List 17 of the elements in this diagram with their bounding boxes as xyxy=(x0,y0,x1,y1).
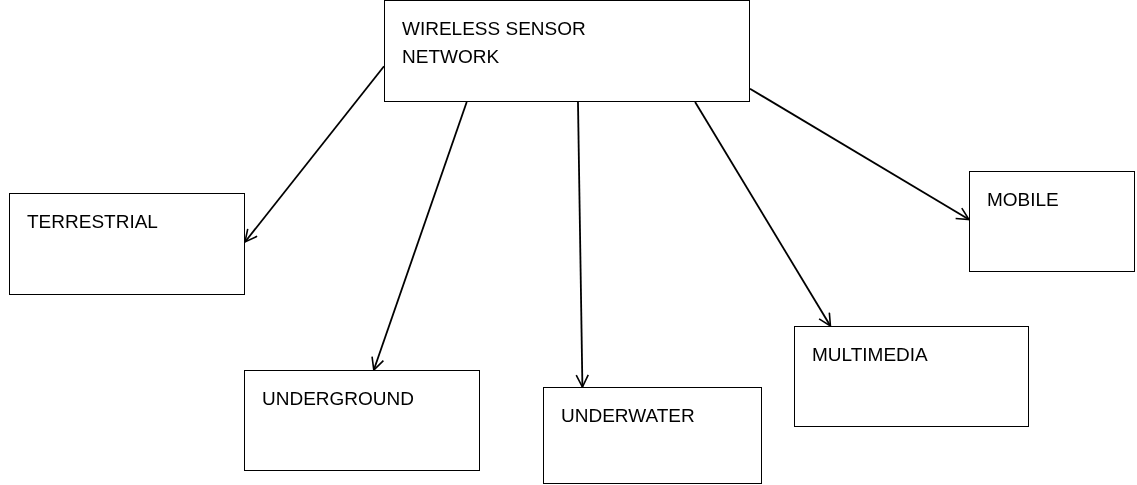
node-label: MOBILE xyxy=(987,188,1059,212)
node-label: MULTIMEDIA xyxy=(812,343,928,367)
category-box xyxy=(969,171,1135,272)
node-label: TERRESTRIAL xyxy=(27,210,158,234)
category-box xyxy=(244,370,480,471)
node-label: UNDERGROUND xyxy=(262,387,414,411)
arrow xyxy=(575,101,590,388)
arrow xyxy=(371,101,468,371)
arrow xyxy=(244,65,385,243)
category-box xyxy=(794,326,1029,427)
arrow xyxy=(749,87,970,221)
category-box xyxy=(543,387,762,484)
arrow xyxy=(694,101,832,327)
node-label: WIRELESS SENSOR NETWORK xyxy=(402,17,587,69)
node-label: UNDERWATER xyxy=(561,404,695,428)
category-box xyxy=(9,193,245,295)
category-box xyxy=(384,0,750,102)
